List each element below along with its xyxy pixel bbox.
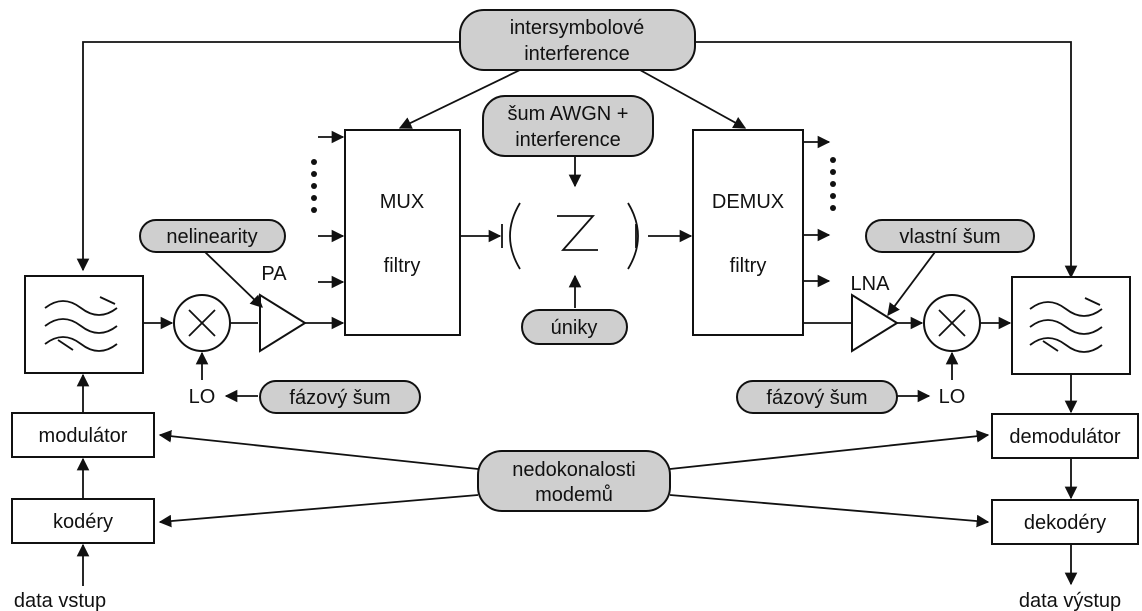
coder-block: kodéry (11, 498, 155, 544)
demux-box (692, 129, 804, 336)
decoder-box (991, 499, 1139, 545)
own-noise-label: vlastní šum (899, 226, 1000, 248)
channel-zigzag-icon (557, 215, 598, 251)
mux-box (344, 129, 461, 336)
rx-filter-block (1011, 276, 1131, 375)
own-noise-to-lna-arrow (887, 251, 936, 317)
imperfections-to-coder-arrow (158, 494, 479, 528)
lna-amplifier-icon (851, 293, 899, 353)
isi-to-mux-arrow (398, 69, 521, 129)
demux-label-line2: filtry (730, 255, 767, 277)
fading-label: úniky (551, 317, 598, 339)
mux-input-dots (311, 159, 317, 213)
lo-left-label: LO (189, 386, 216, 408)
data-in-label: data vstup (14, 590, 106, 611)
vlastni-sum-impairment: vlastní šum (865, 219, 1035, 253)
phase-noise-right-pill (736, 380, 898, 414)
fading-impairment: úniky (521, 309, 628, 345)
awgn-pill (482, 95, 654, 157)
imperfections-to-demodulator-arrow (669, 429, 990, 470)
coder-label: kodéry (53, 511, 113, 533)
modulator-label: modulátor (39, 425, 128, 447)
nonlinearity-impairment: nelinearity (139, 219, 286, 253)
modem-imperfections-line2: modemů (535, 484, 613, 506)
awgn-impairment: šum AWGN + interference (482, 95, 654, 157)
own-noise-pill (865, 219, 1035, 253)
phase-noise-left-pill (259, 380, 421, 414)
awgn-label-line1: šum AWGN + (508, 103, 629, 125)
tx-filter-block (24, 275, 144, 374)
mux-filter-block: MUX filtry (344, 129, 461, 336)
rx-mixer-icon (923, 294, 981, 352)
decoder-block: dekodéry (991, 499, 1139, 545)
pa-label: PA (261, 263, 287, 285)
rx-antenna-icon (627, 202, 639, 270)
isi-to-tx-filter-arrow (76, 41, 460, 272)
modem-imperfections-impairment: nedokonalosti modemů (477, 450, 671, 512)
isi-to-demux-arrow (639, 69, 747, 129)
data-out-label: data výstup (1019, 590, 1121, 611)
imperfections-to-modulator-arrow (158, 429, 479, 470)
isi-pill (459, 9, 696, 71)
isi-label-line2: interference (524, 43, 630, 65)
demux-label-line1: DEMUX (712, 191, 784, 213)
mux-label-line2: filtry (384, 255, 421, 277)
nonlinearity-label: nelinearity (166, 226, 257, 248)
pa-amplifier-icon (259, 293, 307, 353)
tx-filter-box (24, 275, 144, 374)
lna-label: LNA (851, 273, 891, 295)
awgn-label-line2: interference (515, 129, 621, 151)
nonlinearity-to-pa-arrow (204, 251, 263, 308)
isi-to-rx-filter-arrow (695, 41, 1078, 279)
isi-label-line1: intersymbolové (510, 17, 645, 39)
demodulator-label: demodulátor (1009, 426, 1121, 448)
tx-antenna-icon (501, 202, 521, 270)
demodulator-block: demodulátor (991, 413, 1139, 459)
phase-noise-right-impairment: fázový šum (736, 380, 898, 414)
tx-mixer-icon (173, 294, 231, 352)
modem-imperfections-pill (477, 450, 671, 512)
modulator-block: modulátor (11, 412, 155, 458)
mux-label-line1: MUX (380, 191, 424, 213)
phase-noise-right-label: fázový šum (766, 387, 867, 409)
rx-filter-box (1011, 276, 1131, 375)
modulator-box (11, 412, 155, 458)
demux-output-dots (830, 157, 836, 211)
filter-wave-icon (44, 300, 118, 316)
nonlinearity-pill (139, 219, 286, 253)
imperfections-to-decoder-arrow (669, 494, 990, 528)
phase-noise-left-label: fázový šum (289, 387, 390, 409)
isi-impairment: intersymbolové interference (459, 9, 696, 71)
demux-filter-block: DEMUX filtry (692, 129, 804, 336)
demodulator-box (991, 413, 1139, 459)
fading-pill (521, 309, 628, 345)
coder-box (11, 498, 155, 544)
phase-noise-left-impairment: fázový šum (259, 380, 421, 414)
lo-right-label: LO (939, 386, 966, 408)
modem-imperfections-line1: nedokonalosti (512, 459, 635, 481)
decoder-label: dekodéry (1024, 512, 1106, 534)
